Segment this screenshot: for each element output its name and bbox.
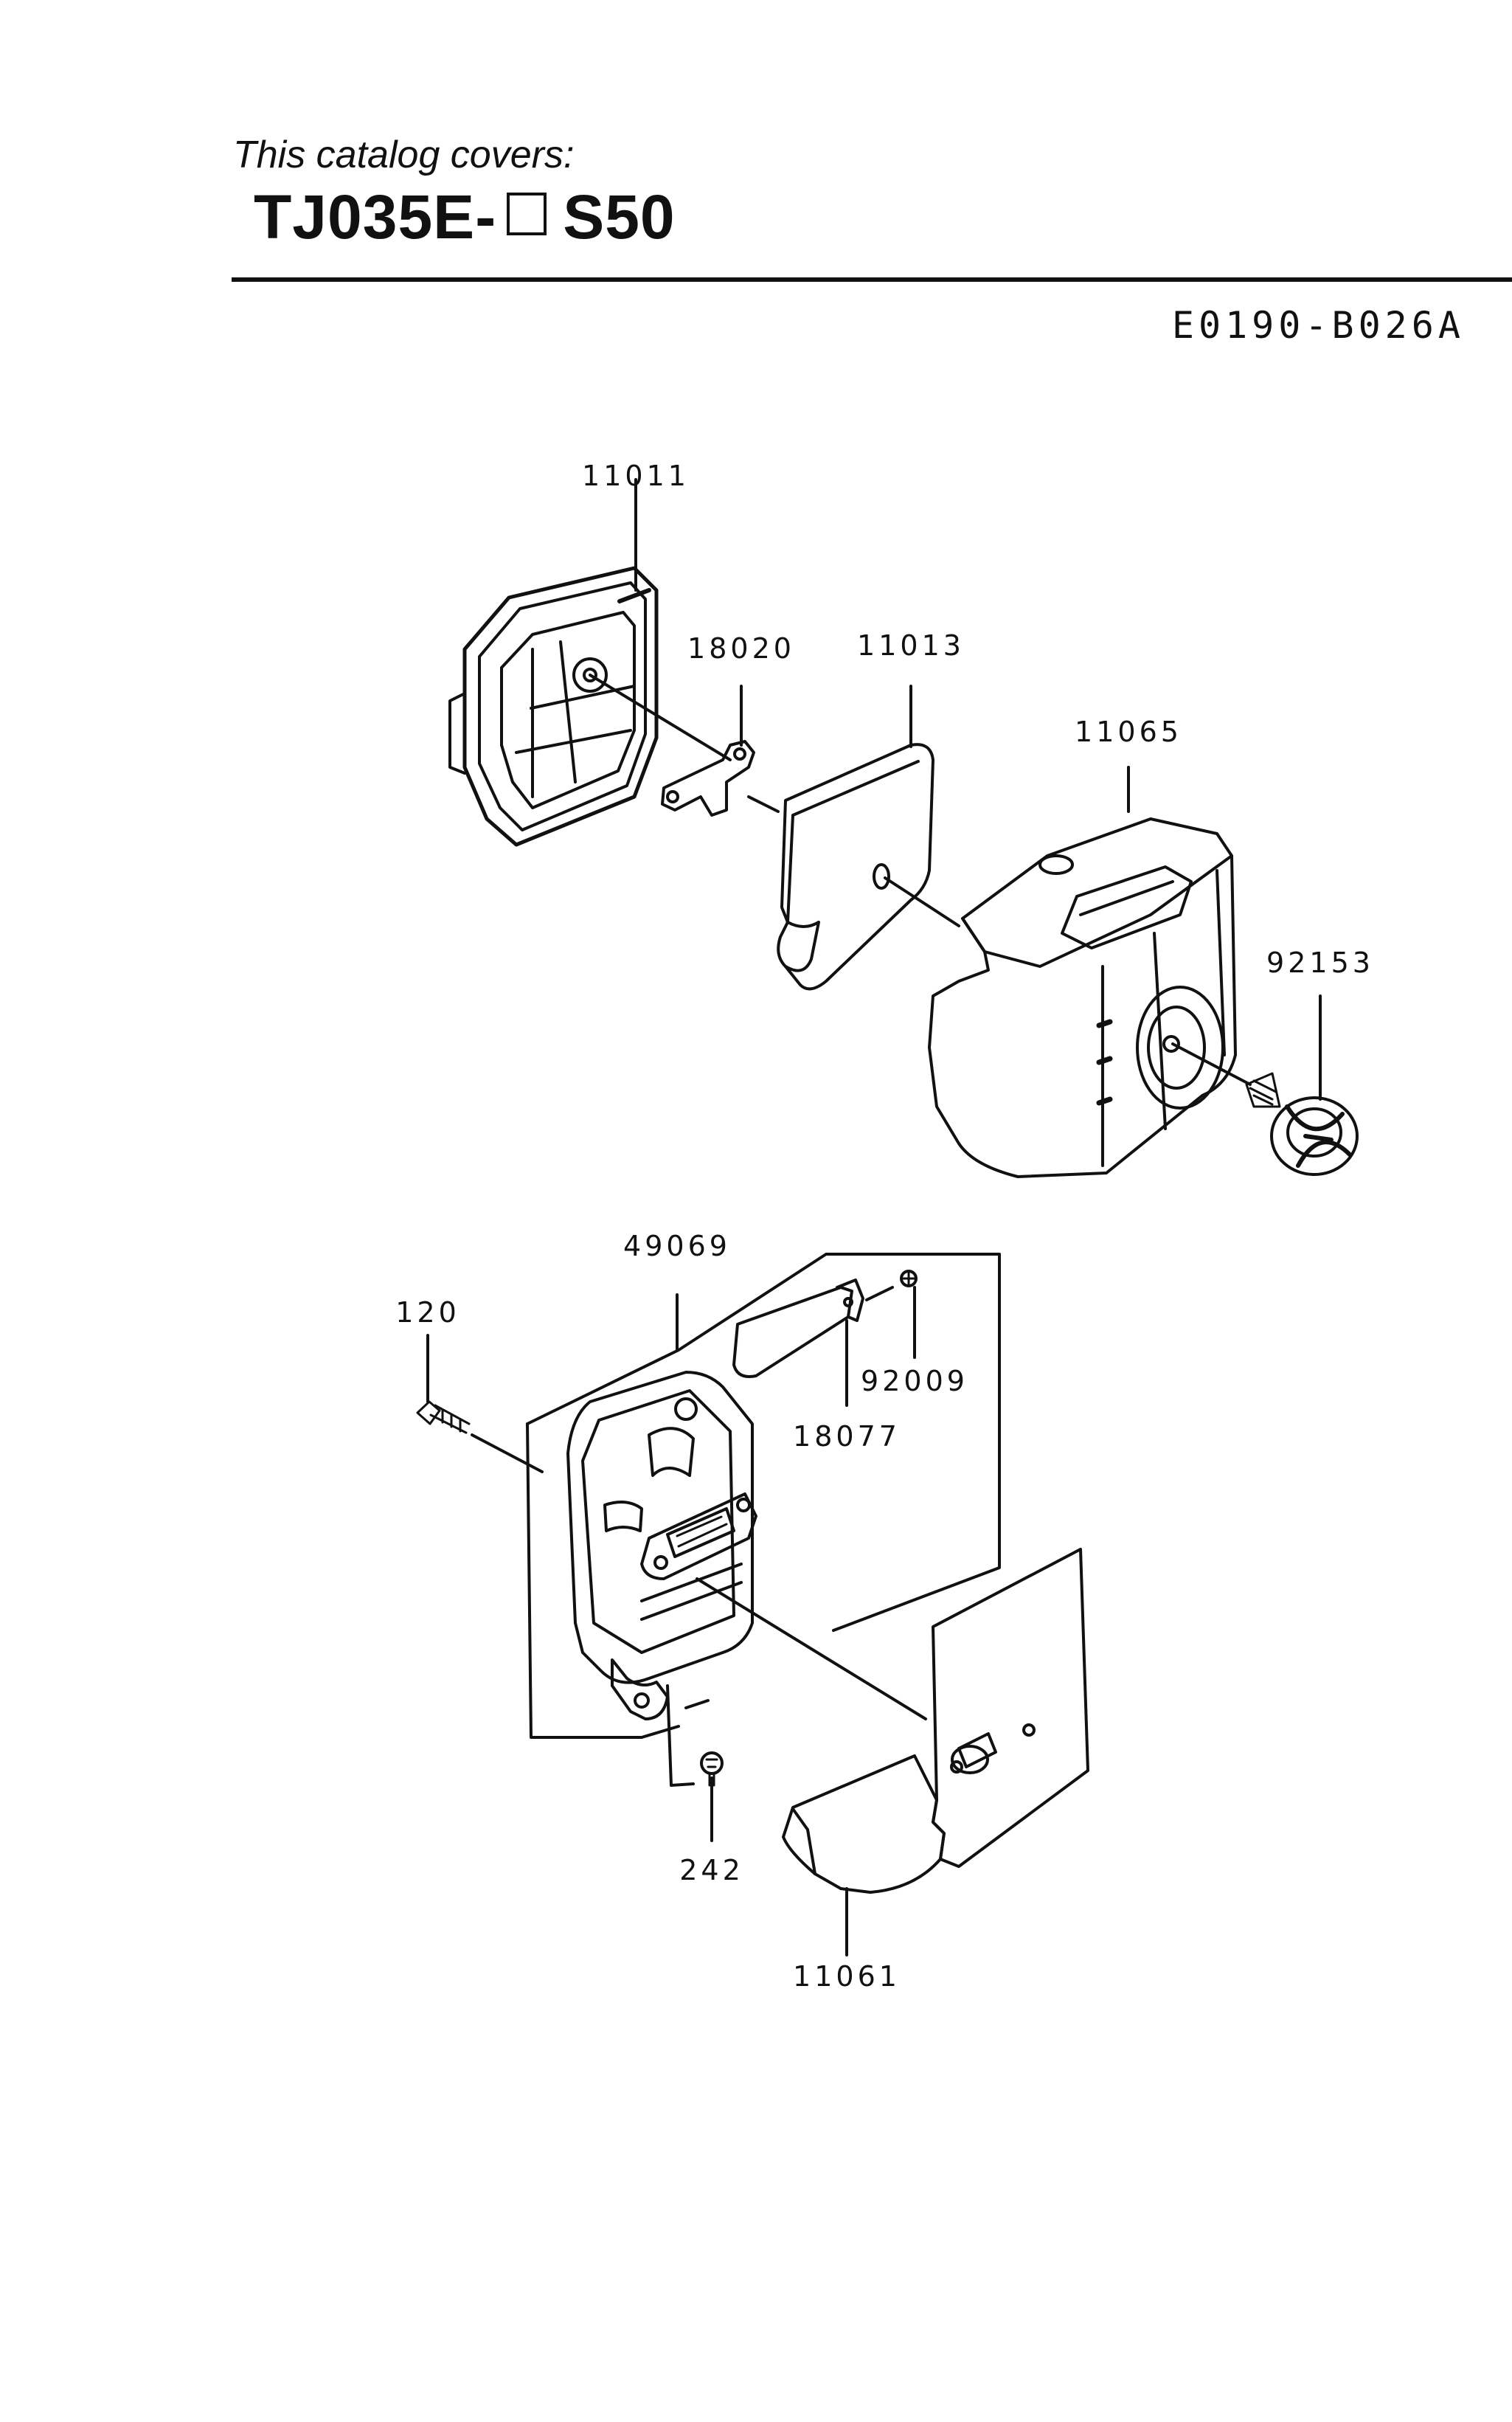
air-cleaner-cover-part	[928, 817, 1237, 1178]
heat-shield-plate-part	[732, 1279, 864, 1378]
air-cleaner-case-part	[448, 566, 659, 847]
air-filter-element-part	[777, 743, 934, 991]
catalog-covers-label: This catalog covers:	[233, 134, 575, 176]
assembly-line	[684, 1699, 710, 1709]
header-divider	[232, 277, 1512, 282]
screw-part	[900, 1270, 918, 1287]
wing-knob-part	[1245, 1072, 1359, 1176]
model-suffix: S50	[563, 182, 676, 252]
part-number-label: 18020	[687, 632, 795, 665]
bolt-part	[416, 1400, 471, 1434]
part-number-label: 11013	[857, 629, 965, 662]
bolt-part	[700, 1751, 724, 1787]
part-number-label: 120	[395, 1296, 460, 1329]
assembly-line	[884, 876, 960, 927]
model-prefix: TJ035E-	[254, 182, 497, 252]
gasket-shield-part	[782, 1548, 1089, 1894]
assembly-line	[1171, 1042, 1252, 1086]
part-number-label: 11065	[1075, 716, 1182, 748]
reference-frame-line	[526, 1253, 1001, 1632]
muffler-part	[566, 1371, 757, 1720]
part-number-label: 11061	[793, 1960, 901, 1993]
assembly-line	[696, 1577, 927, 1720]
assembly-line	[589, 674, 732, 761]
checkbox-square-icon	[507, 193, 547, 235]
assembly-line	[666, 1684, 695, 1787]
assembly-line	[747, 795, 780, 813]
part-number-label: 18077	[793, 1420, 901, 1453]
part-number-label: 11011	[582, 460, 690, 492]
document-id: E0190-B026A	[1171, 304, 1465, 347]
part-number-label: 92009	[861, 1365, 968, 1397]
assembly-line	[471, 1433, 544, 1473]
reference-frame-line	[526, 1422, 680, 1739]
model-number: TJ035E- S50	[254, 181, 676, 253]
part-number-label: 92153	[1266, 947, 1374, 979]
part-number-label: 49069	[623, 1230, 731, 1262]
part-number-label: 242	[679, 1854, 744, 1886]
assembly-line	[865, 1286, 894, 1301]
bracket-part	[661, 740, 755, 817]
